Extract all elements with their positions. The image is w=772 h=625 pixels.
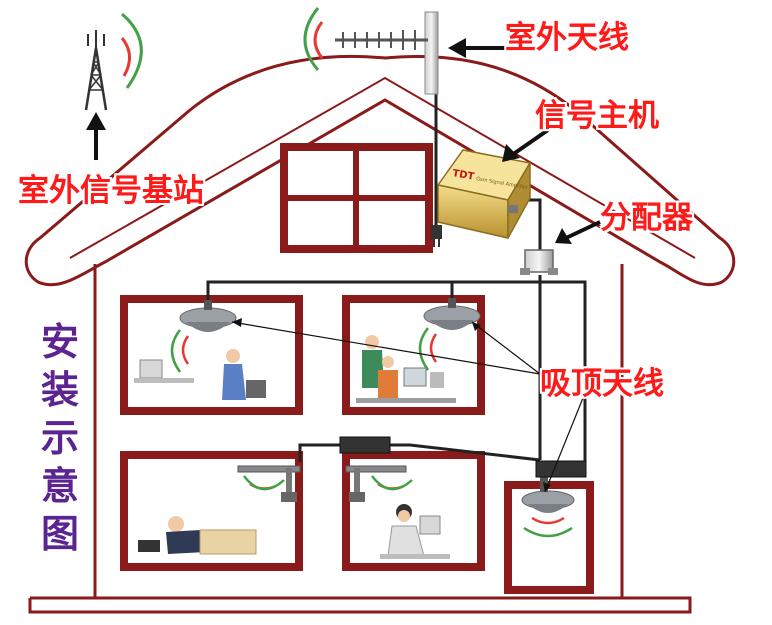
outdoor-antenna-signal-waves: [303, 7, 324, 71]
office-worker-icon-3: [138, 516, 257, 555]
diagram-title: 安 装 示 意 图: [35, 318, 85, 558]
pointer-arrows: [86, 38, 601, 493]
room-top-left: [120, 295, 303, 415]
outdoor-antenna-icon: [335, 11, 439, 95]
indoor-signal-waves: [170, 327, 573, 538]
attic-window: [280, 143, 433, 253]
house-roof: [24, 54, 736, 287]
device-brand: TDT: [451, 168, 475, 183]
title-char: 安: [40, 320, 79, 364]
ceiling-antenna-icon-3: [521, 470, 575, 513]
label-signal-host: 信号主机: [535, 98, 659, 134]
wall-splitter-icons: [339, 436, 587, 478]
label-ceiling-antenna: 吸顶天线: [540, 366, 664, 402]
office-worker-icon-4: [380, 504, 450, 559]
office-worker-icon-2: [356, 335, 456, 403]
title-char: 装: [40, 368, 79, 412]
ceiling-antenna-icon-2: [423, 298, 481, 330]
label-outdoor-antenna: 室外天线: [505, 20, 629, 56]
label-splitter: 分配器: [600, 200, 693, 236]
splitter-icon: [520, 249, 558, 275]
title-char: 示: [40, 416, 79, 460]
ceiling-antenna-icon-1: [179, 300, 237, 332]
base-station-signal-waves: [120, 12, 143, 89]
signal-host-device-icon: TDT Gsm Signal Amplifier: [436, 149, 532, 239]
base-station-tower-icon: [84, 30, 108, 111]
cable-plug-icon: [431, 225, 442, 247]
title-char: 意: [40, 464, 79, 508]
title-char: 图: [40, 512, 79, 556]
house-body: [28, 264, 692, 614]
office-worker-icon-1: [134, 349, 266, 400]
wall-antenna-icon-1: [237, 465, 301, 502]
wall-antenna-icon-2: [345, 465, 407, 502]
label-base-station: 室外信号基站: [18, 173, 204, 209]
room-bottom-mid: [342, 451, 485, 571]
